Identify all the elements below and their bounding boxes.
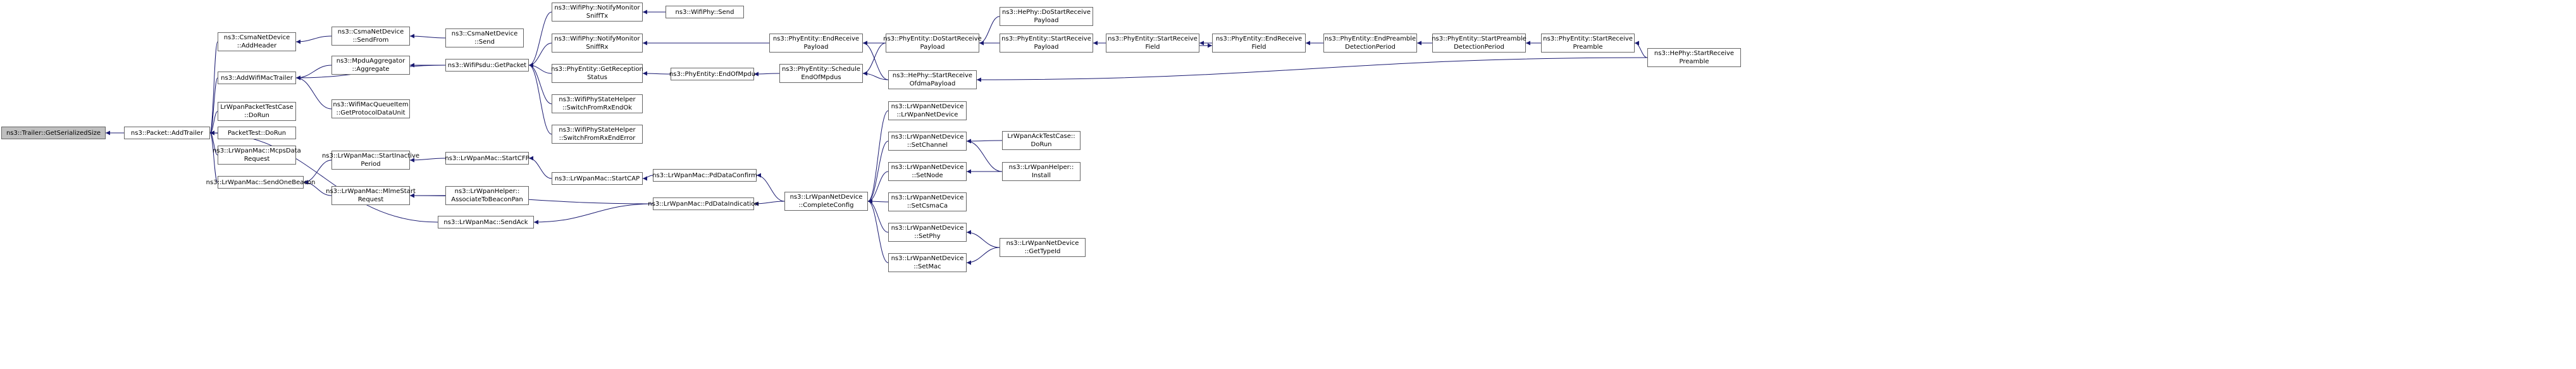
graph-node[interactable]: ns3::WifiPhy::NotifyMonitor SniffTx — [552, 3, 643, 22]
graph-node[interactable]: ns3::PhyEntity::Schedule EndOfMpdus — [779, 64, 863, 83]
graph-node[interactable]: ns3::MpduAggregator ::Aggregate — [331, 56, 410, 75]
graph-node[interactable]: ns3::LrWpanMac::StartCFP — [445, 152, 529, 165]
graph-node[interactable]: ns3::WifiPsdu::GetPacket — [445, 59, 529, 72]
graph-node[interactable]: ns3::LrWpanNetDevice ::SetCsmaCa — [888, 192, 967, 211]
call-edge — [867, 199, 889, 204]
graph-node[interactable]: ns3::HePhy::StartReceive OfdmaPayload — [888, 70, 977, 89]
graph-node[interactable]: ns3::HePhy::DoStartReceive Payload — [1000, 7, 1093, 26]
call-edge — [295, 35, 332, 44]
graph-node[interactable]: ns3::PhyEntity::StartReceive Preamble — [1541, 34, 1635, 53]
call-edge — [295, 75, 332, 109]
graph-node[interactable]: ns3::PhyEntity::StartReceive Payload — [1000, 34, 1093, 53]
graph-node[interactable]: ns3::HePhy::StartReceive Preamble — [1647, 48, 1741, 67]
call-edge — [295, 65, 332, 80]
graph-node[interactable]: ns3::LrWpanMac::McpsData Request — [213, 146, 301, 165]
graph-node[interactable]: ns3::PhyEntity::GetReception Status — [551, 64, 643, 83]
call-edge — [528, 11, 552, 68]
graph-node[interactable]: ns3::PhyEntity::EndPreamble DetectionPer… — [1323, 34, 1417, 53]
call-edge — [528, 156, 552, 179]
graph-node[interactable]: ns3::LrWpanNetDevice ::LrWpanNetDevice — [888, 101, 967, 120]
call-edge — [409, 158, 446, 163]
graph-node[interactable]: ns3::LrWpanMac::SendOneBeacon — [206, 176, 315, 189]
call-edge — [867, 110, 889, 204]
graph-node[interactable]: ns3::LrWpanNetDevice ::SetChannel — [888, 132, 967, 151]
call-edge — [862, 41, 889, 80]
call-edge — [303, 180, 332, 196]
call-edge — [753, 72, 780, 77]
graph-node[interactable]: ns3::LrWpanHelper:: AssociateToBeaconPan — [445, 186, 529, 205]
call-edge — [867, 141, 889, 204]
call-edge — [642, 71, 671, 76]
call-edge — [756, 173, 785, 202]
call-edge — [867, 199, 889, 233]
graph-node[interactable]: LrWpanPacketTestCase ::DoRun — [218, 102, 296, 121]
graph-node[interactable]: ns3::LrWpanMac::PdDataIndication — [648, 197, 759, 210]
graph-node[interactable]: LrWpanAckTestCase:: DoRun — [1002, 131, 1081, 150]
graph-root-node: ns3::Trailer::GetSerializedSize — [1, 127, 106, 139]
graph-node[interactable]: ns3::LrWpanMac::StartInactive Period — [322, 151, 419, 170]
graph-node[interactable]: ns3::LrWpanNetDevice ::SetMac — [888, 253, 967, 272]
graph-node[interactable]: ns3::LrWpanNetDevice ::SetNode — [888, 162, 967, 181]
call-edge — [528, 63, 552, 135]
graph-node[interactable]: ns3::LrWpanMac::PdDataConfirm — [652, 169, 757, 182]
call-edge — [966, 139, 1003, 172]
call-edge — [209, 41, 218, 135]
call-edge — [966, 247, 1000, 265]
graph-node[interactable]: ns3::AddWifiMacTrailer — [218, 72, 296, 84]
graph-node[interactable]: ns3::LrWpanMac::SendAck — [438, 216, 534, 228]
graph-node[interactable]: ns3::Packet::AddTrailer — [124, 127, 210, 139]
graph-node[interactable]: ns3::PhyEntity::EndReceive Payload — [769, 34, 863, 53]
call-edge — [976, 57, 1648, 82]
graph-node[interactable]: ns3::LrWpanNetDevice ::SetPhy — [888, 223, 967, 242]
graph-node[interactable]: ns3::CsmaNetDevice ::AddHeader — [218, 32, 296, 51]
call-edge — [862, 71, 889, 80]
graph-node[interactable]: ns3::CsmaNetDevice ::SendFrom — [331, 27, 410, 46]
graph-node[interactable]: PacketTest::DoRun — [218, 127, 296, 139]
graph-node[interactable]: ns3::LrWpanNetDevice ::CompleteConfig — [784, 192, 868, 211]
call-edge — [867, 199, 889, 263]
graph-node[interactable]: ns3::PhyEntity::StartReceive Field — [1106, 34, 1199, 53]
graph-node[interactable]: ns3::WifiPhyStateHelper ::SwitchFromRxEn… — [552, 94, 643, 113]
call-edge — [533, 203, 653, 225]
graph-node[interactable]: ns3::LrWpanHelper:: Install — [1002, 162, 1081, 181]
call-edge — [642, 175, 653, 181]
graph-node[interactable]: ns3::WifiPhy::NotifyMonitor SniffRx — [552, 34, 643, 53]
graph-node[interactable]: ns3::LrWpanMac::StartCAP — [552, 172, 643, 185]
call-edge — [979, 16, 1000, 46]
call-edge — [528, 42, 552, 68]
call-edge — [966, 230, 1000, 248]
graph-node[interactable]: ns3::PhyEntity::DoStartReceive Payload — [883, 34, 982, 53]
graph-node[interactable]: ns3::PhyEntity::EndReceive Field — [1212, 34, 1306, 53]
call-edge — [753, 201, 785, 206]
call-edge — [409, 34, 446, 39]
graph-node[interactable]: ns3::LrWpanNetDevice ::GetTypeId — [1000, 238, 1086, 257]
graph-node[interactable]: ns3::CsmaNetDevice ::Send — [445, 28, 524, 47]
graph-node[interactable]: ns3::PhyEntity::StartPreamble DetectionP… — [1432, 34, 1526, 53]
graph-node[interactable]: ns3::WifiMacQueueItem ::GetProtocolDataU… — [331, 99, 410, 118]
graph-node[interactable]: ns3::WifiPhyStateHelper ::SwitchFromRxEn… — [552, 125, 643, 144]
graph-node[interactable]: ns3::LrWpanMac::MlmeStart Request — [326, 186, 416, 205]
call-edge — [1634, 41, 1648, 58]
graph-node[interactable]: ns3::WifiPhy::Send — [666, 6, 744, 18]
graph-node[interactable]: ns3::PhyEntity::EndOfMpdu — [669, 68, 755, 80]
